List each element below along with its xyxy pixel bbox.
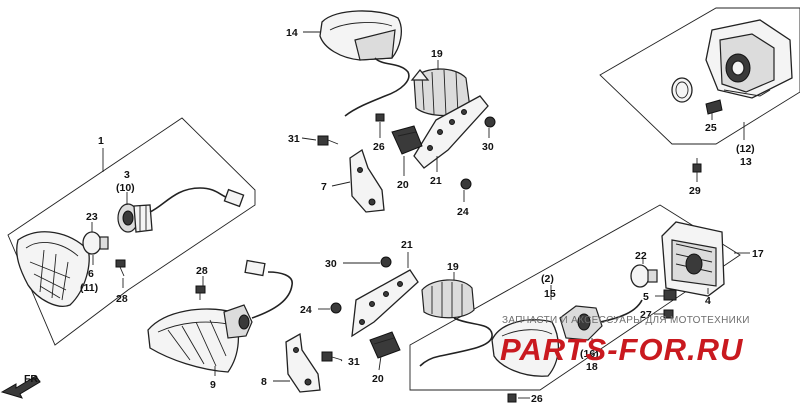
callout-14: 14 (286, 27, 298, 39)
callout-16: (16) (580, 348, 599, 360)
callout-28-lower: 28 (196, 265, 208, 277)
front-turn-signal-lens-9 (147, 308, 240, 373)
callout-24-bottom: 24 (300, 304, 312, 316)
wire-15 (599, 299, 643, 323)
license-light-housing (705, 19, 793, 99)
leader-lines (91, 31, 750, 399)
callout-9: 9 (210, 379, 216, 391)
bolt-31-top (317, 135, 339, 146)
callout-2: (2) (541, 273, 554, 285)
rear-light-housing-14 (319, 10, 402, 61)
bracket-7 (349, 148, 385, 213)
callout-20-top: 20 (397, 179, 409, 191)
connector-left-upper (223, 188, 245, 208)
callout-19-top: 19 (431, 48, 443, 60)
nut-26-top (375, 113, 385, 122)
screw-28-lower (195, 285, 206, 300)
ballast-19-bottom (421, 279, 475, 319)
rubber-20-top (391, 125, 423, 155)
socket-15 (559, 305, 603, 341)
callout-23: 23 (86, 211, 98, 223)
callout-17: 17 (752, 248, 764, 260)
group-frame-bottom-right (409, 204, 741, 391)
wire-14 (344, 57, 410, 117)
bulb-23 (82, 231, 109, 255)
callout-4: 4 (705, 295, 711, 307)
callout-21-top: 21 (430, 175, 442, 187)
watermark-caption: ЗАПЧАСТИ И АКСЕССУАРЫ ДЛЯ МОТОТЕХНИКИ (502, 315, 750, 326)
callout-12: (12) (736, 143, 755, 155)
front-turn-signal-lens (16, 231, 90, 307)
watermark-brand: PARTS-FOR.RU (500, 332, 744, 367)
nut-30-bottom (380, 256, 392, 268)
callout-8: 8 (261, 376, 267, 388)
callout-30-top: 30 (482, 141, 494, 153)
callout-10: (10) (116, 182, 135, 194)
group-frame-top-right (599, 7, 800, 145)
wire-left-lower (251, 271, 293, 319)
group-frame-left (7, 117, 256, 346)
callout-1: 1 (98, 135, 104, 147)
callout-31-bottom: 31 (348, 356, 360, 368)
callout-6: 6 (88, 268, 94, 280)
callout-30-bottom: 30 (325, 258, 337, 270)
callout-28-left: 28 (116, 293, 128, 305)
bracket-21-top (413, 95, 489, 169)
wire-left-upper (149, 187, 229, 213)
callout-25: 25 (705, 122, 717, 134)
callout-15: 15 (544, 288, 556, 300)
front-direction-arrow (0, 375, 41, 399)
callout-5: 5 (643, 291, 649, 303)
washer-24-bottom (330, 302, 342, 314)
callout-3: 3 (124, 169, 130, 181)
washer-24-top (460, 178, 472, 190)
socket-3 (117, 203, 153, 233)
front-direction-label: FR. (24, 373, 41, 385)
bolt-31-bottom (321, 351, 343, 362)
nut-30-top (484, 116, 496, 128)
callout-19-bottom: 19 (447, 261, 459, 273)
callout-11: (11) (80, 282, 98, 294)
license-lens (671, 77, 693, 103)
rear-turn-signal-housing-17 (661, 221, 725, 297)
bracket-8 (285, 332, 321, 393)
callout-22: 22 (635, 250, 647, 262)
ballast-19-top (410, 68, 471, 117)
bulb-22 (630, 264, 658, 288)
connector-left-lower (244, 259, 266, 277)
callout-27: 27 (640, 309, 652, 321)
callout-26-top: 26 (373, 141, 385, 153)
wire-19-bottom (419, 317, 493, 367)
screw-29 (692, 158, 702, 173)
bracket-21-top-holes (427, 109, 467, 151)
socket-9 (223, 304, 253, 339)
callout-29: 29 (689, 185, 701, 197)
callout-7: 7 (321, 181, 327, 193)
callout-21-bottom: 21 (401, 239, 413, 251)
screw-26-bottom (507, 393, 517, 403)
callout-18: 18 (586, 361, 598, 373)
socket-5 (663, 289, 677, 301)
clip-25 (705, 99, 723, 115)
screw-28-left (115, 259, 126, 277)
callout-31-top: 31 (288, 133, 300, 145)
bracket-21-bottom (351, 269, 419, 338)
callout-24-top: 24 (457, 206, 469, 218)
bracket-21-bottom-holes (359, 281, 403, 325)
rubber-20-bottom (369, 331, 401, 359)
callout-13: 13 (740, 156, 752, 168)
callout-26-bottom: 26 (531, 393, 543, 405)
callout-20-bottom: 20 (372, 373, 384, 385)
rear-turn-signal-lens (491, 319, 559, 377)
